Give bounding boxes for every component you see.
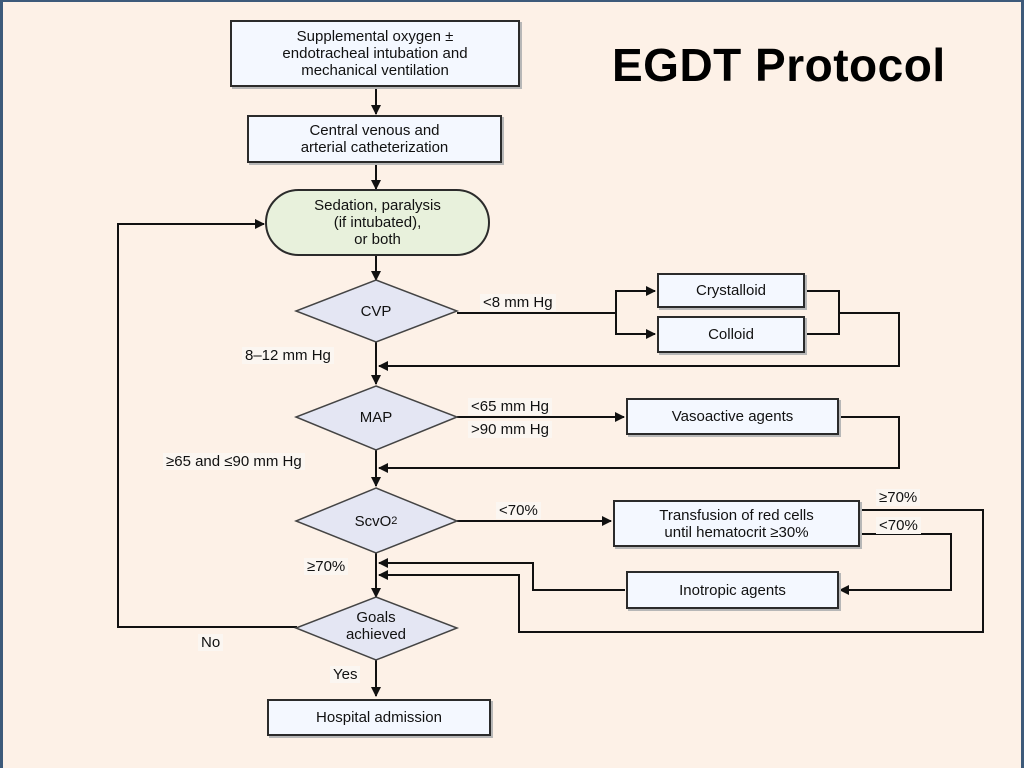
map-low-label: <65 mm Hg — [468, 398, 552, 415]
scvo2-subscript: 2 — [391, 514, 398, 527]
arrow-fluids-return — [378, 312, 900, 371]
cvp-ok-label: 8–12 mm Hg — [242, 347, 334, 364]
vasoactive-box: Vasoactive agents — [626, 398, 839, 435]
transfusion-box: Transfusion of red cells until hematocri… — [613, 500, 860, 547]
slide-frame-right — [1021, 0, 1024, 768]
scvo2-ok-label: ≥70% — [304, 558, 349, 575]
scvo2-diamond — [294, 487, 460, 554]
goals-label: Goals achieved — [345, 609, 407, 643]
goals-diamond — [293, 596, 460, 661]
transfusion-low-label: <70% — [876, 517, 921, 534]
arrow-transfusion-to-inotropic — [839, 533, 952, 595]
inotropic-box: Inotropic agents — [626, 571, 839, 609]
yes-label: Yes — [330, 666, 361, 683]
arrow-to-colloid — [615, 313, 656, 339]
crystalloid-box: Crystalloid — [657, 273, 805, 308]
slide-frame-left — [0, 0, 3, 768]
arrow-vasoactive-return — [378, 416, 900, 473]
transfusion-ok-label: ≥70% — [876, 489, 921, 506]
colloid-box: Colloid — [657, 316, 805, 353]
arrow-no-loop — [117, 219, 297, 628]
slide-frame-top — [0, 0, 1024, 2]
cvp-low-label: <8 mm Hg — [480, 294, 556, 311]
map-label: MAP — [359, 408, 393, 426]
arrow-to-crystalloid — [615, 286, 656, 313]
scvo2-low-label: <70% — [496, 502, 541, 519]
no-label: No — [198, 634, 224, 651]
map-diamond — [293, 385, 460, 451]
hospital-admission-box: Hospital admission — [267, 699, 491, 736]
arrow-transfusion-ok-return — [378, 509, 984, 633]
catheterization-box: Central venous and arterial catheterizat… — [247, 115, 502, 163]
page-title: EGDT Protocol — [612, 39, 946, 91]
cvp-label: CVP — [360, 302, 392, 320]
oxygen-box: Supplemental oxygen ± endotracheal intub… — [230, 20, 520, 87]
arrow-inotropic-return — [378, 558, 625, 591]
map-high-label: >90 mm Hg — [468, 421, 552, 438]
map-ok-label: ≥65 and ≤90 mm Hg — [163, 453, 305, 470]
scvo2-text: ScvO — [354, 512, 392, 530]
cvp-diamond — [293, 279, 460, 343]
sedation-box: Sedation, paralysis (if intubated), or b… — [265, 189, 490, 256]
line-fluids-merge — [805, 290, 840, 335]
